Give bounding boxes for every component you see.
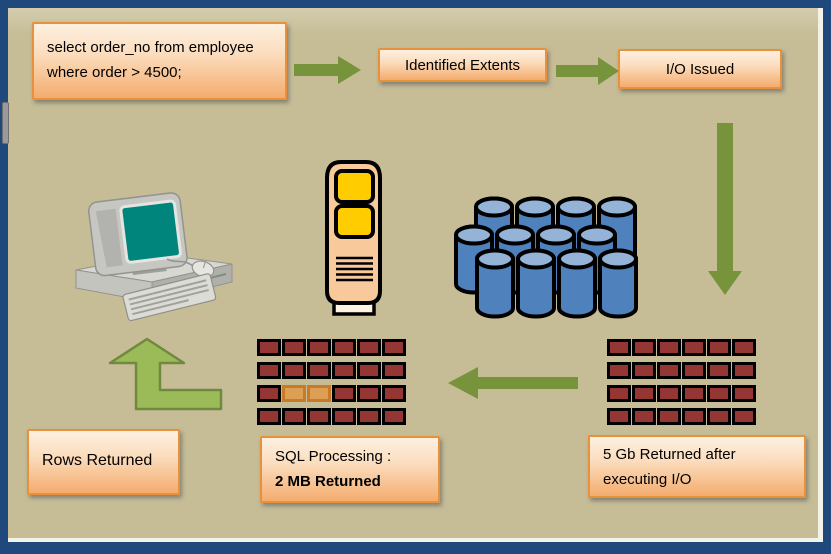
data-block: [307, 362, 331, 379]
data-block: [682, 339, 706, 356]
data-block: [257, 362, 281, 379]
data-block: [257, 339, 281, 356]
data-block: [707, 362, 731, 379]
query-box: select order_no from employee where orde…: [32, 22, 287, 100]
gb-returned-line: executing I/O: [603, 471, 692, 488]
rows-returned-label: Rows Returned: [42, 452, 153, 469]
sql-processing-box: SQL Processing : 2 MB Returned: [260, 436, 440, 503]
data-block: [632, 362, 656, 379]
data-block: [707, 385, 731, 402]
data-block: [282, 339, 306, 356]
data-block: [357, 385, 381, 402]
sql-processing-line: 2 MB Returned: [275, 473, 381, 490]
data-block: [732, 362, 756, 379]
data-block: [382, 385, 406, 402]
io-issued-box: I/O Issued: [618, 49, 782, 89]
data-block: [332, 385, 356, 402]
data-block: [282, 385, 306, 402]
query-line: select order_no from employee: [47, 39, 254, 56]
data-block: [382, 339, 406, 356]
data-block: [732, 385, 756, 402]
data-block: [632, 408, 656, 425]
data-block: [707, 339, 731, 356]
gb-returned-line: 5 Gb Returned after: [603, 446, 736, 463]
data-block: [357, 339, 381, 356]
data-block: [632, 339, 656, 356]
data-block: [357, 362, 381, 379]
data-block: [657, 362, 681, 379]
data-block: [282, 362, 306, 379]
io-issued-label: I/O Issued: [665, 60, 735, 78]
data-block: [607, 362, 631, 379]
identified-extents-label: Identified Extents: [404, 56, 521, 74]
data-block: [332, 362, 356, 379]
data-block: [307, 339, 331, 356]
sql-processing-blocks-grid: [257, 339, 406, 425]
data-block: [657, 408, 681, 425]
data-block: [332, 339, 356, 356]
data-block: [682, 362, 706, 379]
data-block: [732, 408, 756, 425]
scrollbar-handle[interactable]: [2, 102, 9, 144]
data-block: [357, 408, 381, 425]
data-block: [332, 408, 356, 425]
rows-returned-box: Rows Returned: [27, 429, 180, 495]
data-block: [682, 408, 706, 425]
data-block: [257, 408, 281, 425]
data-block: [657, 385, 681, 402]
data-block: [282, 408, 306, 425]
sql-processing-line: SQL Processing :: [275, 448, 392, 465]
data-block: [382, 408, 406, 425]
data-block: [382, 362, 406, 379]
data-block: [707, 408, 731, 425]
identified-extents-box: Identified Extents: [378, 48, 547, 82]
data-block: [607, 339, 631, 356]
data-block: [657, 339, 681, 356]
gb-returned-box: 5 Gb Returned after executing I/O: [588, 435, 806, 498]
data-block: [682, 385, 706, 402]
data-block: [307, 385, 331, 402]
data-block: [607, 408, 631, 425]
data-block: [632, 385, 656, 402]
returned-blocks-grid: [607, 339, 756, 425]
data-block: [732, 339, 756, 356]
query-line: where order > 4500;: [47, 64, 182, 81]
data-block: [307, 408, 331, 425]
data-block: [607, 385, 631, 402]
data-block: [257, 385, 281, 402]
